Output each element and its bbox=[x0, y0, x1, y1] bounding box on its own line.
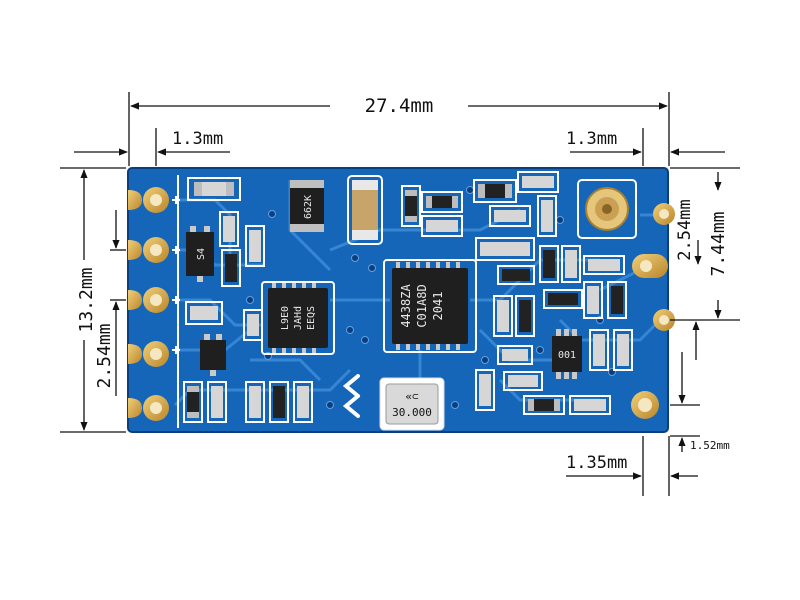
mcu-marking-1: L9E0 bbox=[280, 306, 291, 330]
smd-component bbox=[207, 381, 227, 423]
pin-pad bbox=[128, 341, 169, 367]
silkscreen-arrow-icon bbox=[342, 374, 360, 418]
silkscreen-header-outline bbox=[172, 175, 180, 428]
smd-component bbox=[221, 249, 241, 287]
main-rf-chip: 4438ZA C01A8D 2041 bbox=[383, 259, 477, 353]
label-right-span: 7.44mm bbox=[708, 211, 729, 276]
smd-component bbox=[489, 205, 531, 227]
transistor-2 bbox=[200, 334, 226, 376]
smd-component bbox=[183, 381, 203, 423]
smd-component bbox=[497, 265, 535, 285]
label-total-height: 13.2mm bbox=[76, 267, 97, 332]
smd-component bbox=[293, 381, 313, 423]
smd-component bbox=[607, 281, 627, 319]
label-total-length: 27.4mm bbox=[365, 95, 434, 117]
mcu-marking-2: JAHd bbox=[293, 306, 304, 330]
main-chip-marking-2: C01A8D bbox=[415, 284, 429, 327]
regulator-marking: 001 bbox=[558, 350, 576, 361]
smd-component bbox=[539, 245, 559, 283]
resistor-662k: 662K bbox=[290, 180, 324, 232]
transistor-marking: S4 bbox=[196, 248, 207, 260]
label-left-offset: 1.3mm bbox=[172, 129, 223, 149]
smd-component bbox=[497, 345, 533, 365]
left-header-pads bbox=[128, 187, 169, 421]
smd-component bbox=[475, 237, 535, 261]
smd-component bbox=[523, 395, 565, 415]
smd-component bbox=[583, 281, 603, 319]
right-edge-pads bbox=[631, 203, 675, 419]
smd-component bbox=[245, 225, 265, 267]
main-chip-marking-1: 4438ZA bbox=[399, 284, 413, 328]
label-bottom-offset: 1.35mm bbox=[566, 453, 627, 473]
crystal-frequency: 30.000 bbox=[392, 406, 432, 419]
main-chip-marking-3: 2041 bbox=[431, 292, 445, 321]
crystal-oscillator: «⊂ 30.000 bbox=[379, 377, 445, 431]
smd-component bbox=[421, 191, 463, 213]
smd-component bbox=[185, 301, 223, 325]
smd-component bbox=[515, 295, 535, 337]
label-corner-offset: 1.52mm bbox=[690, 439, 730, 452]
pcb-board: 4438ZA C01A8D 2041 L9E0 JAHd EEQS «⊂ bbox=[127, 167, 675, 433]
dimension-labels: 27.4mm 1.3mm 1.3mm 13.2mm 2.54mm 2.54mm … bbox=[76, 92, 730, 473]
smd-component bbox=[493, 295, 513, 337]
pin-pad bbox=[128, 287, 169, 313]
transistor-s4: S4 bbox=[186, 226, 214, 282]
smd-component bbox=[473, 179, 517, 203]
resistor-marking: 662K bbox=[303, 195, 314, 219]
smd-component bbox=[613, 329, 633, 371]
tantalum-capacitor bbox=[347, 175, 383, 245]
smd-component bbox=[401, 185, 421, 227]
regulator-001: 001 bbox=[552, 329, 582, 379]
label-left-pin-pitch: 2.54mm bbox=[94, 323, 115, 388]
label-right-offset: 1.3mm bbox=[566, 129, 617, 149]
smd-component bbox=[543, 289, 583, 309]
smd-component bbox=[269, 381, 289, 423]
smd-component bbox=[561, 245, 581, 283]
label-right-pin-pitch: 2.54mm bbox=[675, 199, 695, 260]
pin-pad bbox=[128, 395, 169, 421]
smd-component bbox=[243, 309, 263, 341]
smd-component bbox=[517, 171, 559, 193]
smd-component bbox=[503, 371, 543, 391]
smd-component bbox=[569, 395, 611, 415]
smd-component bbox=[537, 195, 557, 237]
crystal-logo: «⊂ bbox=[405, 390, 419, 403]
smd-component bbox=[589, 329, 609, 371]
antenna-connector bbox=[577, 179, 637, 239]
smd-component bbox=[245, 381, 265, 423]
smd-component bbox=[583, 255, 625, 275]
pin-pad bbox=[128, 237, 169, 263]
smd-component bbox=[187, 177, 241, 201]
smd-component bbox=[421, 215, 463, 237]
dimension-lines bbox=[60, 92, 740, 496]
mcu-chip: L9E0 JAHd EEQS bbox=[261, 281, 335, 355]
smd-passives-vertical bbox=[183, 185, 633, 423]
smd-component bbox=[475, 369, 495, 411]
smd-component bbox=[219, 211, 239, 247]
mcu-marking-3: EEQS bbox=[306, 306, 317, 330]
smd-passives bbox=[185, 171, 625, 415]
pin-pad bbox=[128, 187, 169, 213]
